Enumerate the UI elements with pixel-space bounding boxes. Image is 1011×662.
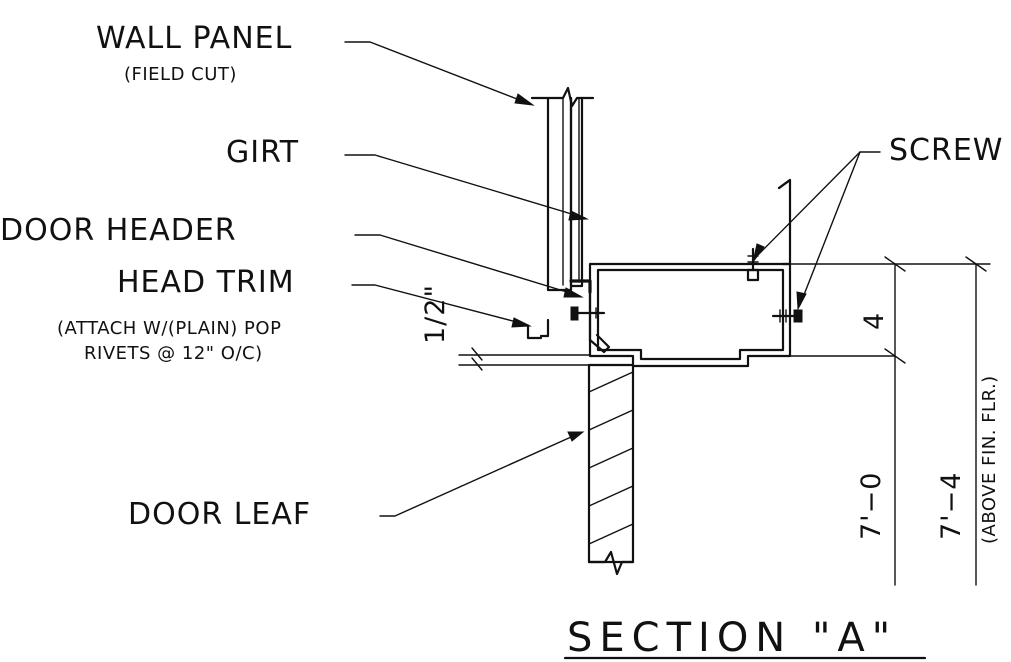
fastener-left-threads: [589, 307, 597, 319]
arrowhead-head-trim: [511, 317, 532, 328]
wall-panel-outline: [546, 96, 573, 292]
girt-label: GIRT: [226, 135, 300, 170]
door-leaf-label: DOOR LEAF: [128, 497, 312, 532]
dim-header-tick-top: [884, 256, 906, 272]
door-header-outer-outline: [588, 262, 792, 368]
screw-label: SCREW: [889, 133, 1004, 168]
dimension-opening-height: 7'−4: [936, 471, 967, 540]
arrowhead-screw-right: [796, 291, 807, 311]
arrowhead-door-leaf: [567, 431, 585, 442]
attach-note-line-2: RIVETS @ 12" O/C): [84, 343, 263, 364]
attach-note-line-1: (ATTACH W/(PLAIN) POP: [57, 318, 282, 339]
door-header-assembly: [526, 178, 792, 368]
dim-opening-tick-top: [965, 256, 987, 272]
fastener-right-threads: [779, 309, 787, 323]
above-finished-floor-note: (ABOVE FIN. FLR.): [979, 375, 1000, 544]
head-trim-label: HEAD TRIM: [117, 265, 295, 300]
door-leaf-leader: [379, 432, 581, 517]
head-trim-angle-flange: [539, 318, 550, 338]
door-header-inner-outline: [596, 268, 785, 361]
wall-panel-label: WALL PANEL: [96, 21, 293, 56]
arrowhead-wall-panel: [514, 93, 535, 106]
door-leaf-outline: [587, 363, 635, 564]
fasteners: [570, 247, 803, 323]
screw-leader-right: [799, 151, 861, 306]
wall-panel-break-line: [530, 86, 595, 108]
door-leaf-break-line: [587, 550, 635, 576]
door-header-label: DOOR HEADER: [0, 213, 237, 248]
screw-top-threads: [747, 255, 759, 263]
fastener-left-head: [570, 306, 579, 321]
header-lip: [777, 178, 792, 190]
section-title: SECTION "A": [567, 615, 898, 661]
door-leaf-assembly: [587, 363, 635, 576]
girt-outline: [569, 96, 584, 288]
header-top-flange: [777, 178, 792, 266]
dimension-lines: [458, 256, 991, 586]
arrowhead-screw-top: [752, 243, 765, 263]
dimension-door-height: 7'−0: [856, 471, 887, 540]
girt-leader: [344, 154, 586, 219]
head-trim-leader: [351, 284, 529, 326]
dimension-header-depth: 4: [859, 311, 890, 330]
wall-panel-assembly: [530, 86, 595, 294]
arrowheads: [511, 93, 807, 442]
screw-top-head: [746, 268, 760, 282]
dimension-half-inch: 1/2": [420, 284, 451, 344]
head-trim-angle: [526, 324, 543, 340]
door-leaf-hatch: [588, 371, 634, 545]
door-header-leader: [354, 234, 581, 297]
fastener-right-head: [793, 309, 803, 323]
wall-panel-leader: [344, 41, 531, 105]
leader-lines: [344, 41, 881, 517]
dim-gap-tick-top: [471, 347, 483, 361]
field-cut-note: (FIELD CUT): [124, 64, 237, 85]
screw-leader-top: [754, 151, 881, 259]
head-trim-clip: [588, 333, 611, 354]
dim-gap-tick-bottom: [471, 357, 483, 371]
